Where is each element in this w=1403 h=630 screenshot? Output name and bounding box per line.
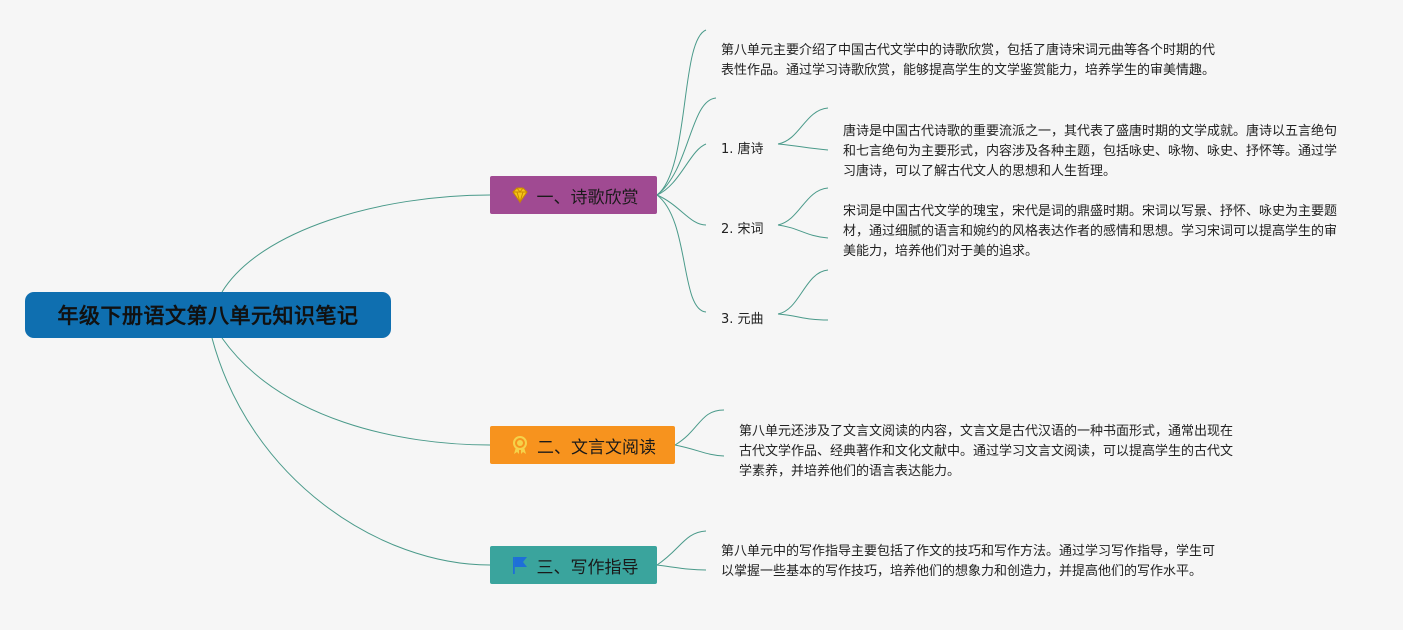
link-b2-text	[674, 409, 725, 446]
diamond-icon	[509, 184, 531, 206]
subtopic-song-ci[interactable]: 2. 宋词	[721, 222, 764, 237]
link-song-text	[777, 187, 829, 226]
branch-classical-reading-label: 二、文言文阅读	[537, 437, 656, 458]
link-b1-text	[656, 29, 707, 196]
link-b1-yuan	[656, 194, 707, 313]
branch-poetry-label: 一、诗歌欣赏	[536, 187, 639, 208]
link-root-branch3	[211, 337, 491, 566]
root-topic[interactable]: 年级下册语文第八单元知识笔记	[25, 292, 391, 338]
classical-reading-text: 第八单元还涉及了文言文阅读的内容，文言文是古代汉语的一种书面形式，通常出现在古代…	[739, 424, 1234, 479]
link-tang-text-b	[777, 143, 829, 151]
poetry-summary-text: 第八单元主要介绍了中国古代文学中的诗歌欣赏，包括了唐诗宋词元曲等各个时期的代表性…	[721, 43, 1216, 78]
link-song-text-b	[777, 224, 829, 239]
root-topic-label: 年级下册语文第八单元知识笔记	[57, 304, 359, 328]
link-b3-text	[656, 530, 707, 566]
subtopic-tang-poetry[interactable]: 1. 唐诗	[721, 142, 764, 157]
link-yuan-a	[777, 269, 829, 315]
subtopic-yuan-qu[interactable]: 3. 元曲	[721, 312, 764, 327]
link-b3-text-b	[656, 564, 707, 571]
link-yuan-b	[777, 313, 829, 321]
link-b1-song	[656, 194, 707, 226]
link-root-branch1	[221, 194, 491, 293]
branch-writing-guide-label: 三、写作指导	[536, 557, 639, 578]
branch-poetry[interactable]: 一、诗歌欣赏	[490, 176, 657, 214]
writing-guide-text: 第八单元中的写作指导主要包括了作文的技巧和写作方法。通过学习写作指导，学生可以掌…	[721, 544, 1216, 579]
tang-poetry-text: 唐诗是中国古代诗歌的重要流派之一，其代表了盛唐时期的文学成就。唐诗以五言绝句和七…	[843, 124, 1338, 179]
song-ci-text: 宋词是中国古代文学的瑰宝，宋代是词的鼎盛时期。宋词以写景、抒怀、咏史为主要题材，…	[843, 204, 1338, 259]
branch-writing-guide[interactable]: 三、写作指导	[490, 546, 657, 584]
link-b1-text-b	[656, 97, 717, 196]
branch-classical-reading[interactable]: 二、文言文阅读	[490, 426, 675, 464]
award-ribbon-icon	[509, 434, 531, 456]
link-tang-text	[777, 107, 829, 145]
link-root-branch2	[221, 337, 491, 446]
link-b1-tang	[656, 143, 707, 196]
link-b2-text-b	[674, 444, 725, 457]
flag-icon	[509, 554, 531, 576]
